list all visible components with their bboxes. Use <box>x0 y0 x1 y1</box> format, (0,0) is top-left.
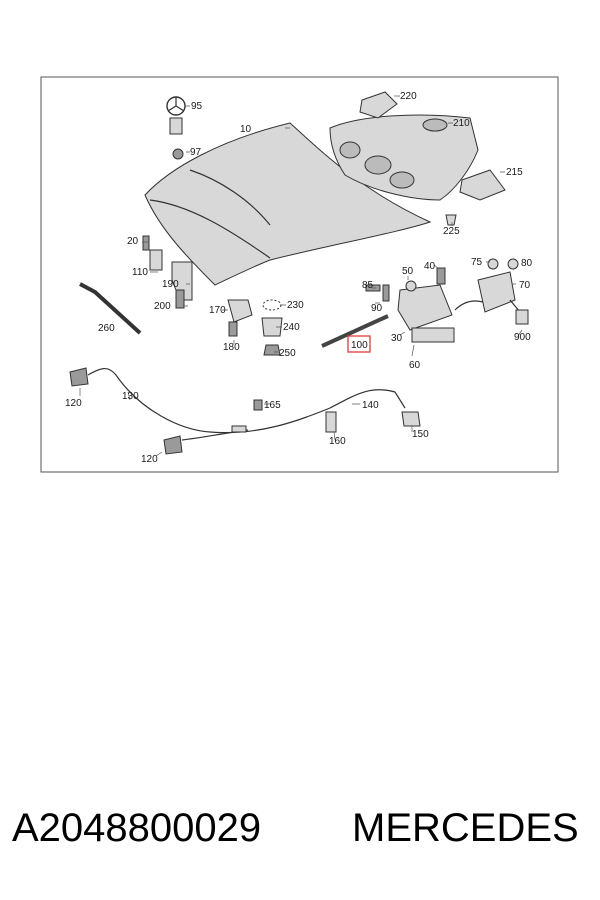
pad-220 <box>359 91 398 119</box>
callout-120-upper: 120 <box>65 398 82 409</box>
callout-97: 97 <box>190 147 202 158</box>
callout-260: 260 <box>98 323 115 334</box>
cable-clip-160 <box>325 411 337 433</box>
callout-165: 165 <box>264 400 281 411</box>
clip-165 <box>253 399 263 411</box>
cable-end-150 <box>401 411 421 427</box>
callout-20: 20 <box>127 236 139 247</box>
release-handle-120b <box>163 435 183 455</box>
nut-80 <box>507 258 519 270</box>
emblem-seal <box>172 148 184 160</box>
insulation-hole <box>364 155 392 175</box>
pad-215 <box>459 169 506 201</box>
spring-110 <box>149 249 163 271</box>
callout-95: 95 <box>191 101 203 112</box>
callout-240: 240 <box>283 322 300 333</box>
lock-plate-60 <box>411 327 455 343</box>
callout-230: 230 <box>287 300 304 311</box>
callout-900: 900 <box>514 332 531 343</box>
highlight-box-100 <box>347 335 371 353</box>
callout-160: 160 <box>329 436 346 447</box>
hood-lock-30 <box>397 284 453 331</box>
callout-70: 70 <box>519 280 531 291</box>
insulation-hole <box>422 118 448 132</box>
part-number: A2048800029 <box>12 806 262 850</box>
callout-170: 170 <box>209 305 226 316</box>
callout-40: 40 <box>424 261 436 272</box>
callout-110: 110 <box>132 267 148 278</box>
callout-180: 180 <box>223 342 240 353</box>
callout-220: 220 <box>400 91 417 102</box>
star-emblem-spokes <box>167 97 185 112</box>
insulation-hole <box>389 171 415 189</box>
hood-crease-line <box>149 199 271 259</box>
insulation-pad <box>329 114 479 201</box>
callout-100: 100 <box>351 340 368 351</box>
parts-diagram: 95 97 10 220 210 215 225 20 110 190 200 … <box>40 76 559 473</box>
connector-900 <box>515 309 529 325</box>
hood-panel <box>144 122 432 286</box>
bumper-240 <box>261 317 283 337</box>
bolt-200 <box>175 289 185 309</box>
callout-215: 215 <box>506 167 523 178</box>
callout-200: 200 <box>154 301 171 312</box>
release-handle-120a <box>69 367 89 387</box>
callout-250: 250 <box>279 348 296 359</box>
callout-85: 85 <box>362 280 374 291</box>
brand-name: MERCEDES <box>352 806 579 850</box>
buffer-20 <box>142 235 150 251</box>
emblem-base <box>169 117 183 135</box>
insulation-hole <box>339 141 361 159</box>
callout-75: 75 <box>471 257 483 268</box>
bumper-230 <box>262 299 282 311</box>
screw-40 <box>436 267 446 285</box>
callout-120-lower: 120 <box>141 454 158 465</box>
cable-joint <box>231 425 247 433</box>
callout-30: 30 <box>391 333 403 344</box>
callout-50: 50 <box>402 266 414 277</box>
callout-150: 150 <box>412 429 429 440</box>
gas-strut <box>321 314 389 348</box>
actuator-cable <box>454 300 484 311</box>
bolt-180 <box>228 321 238 337</box>
seal-strip-260 <box>79 282 142 335</box>
leader <box>79 95 523 457</box>
cap-50 <box>405 280 417 292</box>
release-cable-130 <box>87 368 406 434</box>
nut-250 <box>263 344 281 356</box>
callout-210: 210 <box>453 118 470 129</box>
callout-60: 60 <box>409 360 421 371</box>
hood-crease-line-2 <box>189 169 271 226</box>
callout-140: 140 <box>362 400 379 411</box>
caption: A2048800029 MERCEDES <box>0 800 600 870</box>
callout-80: 80 <box>521 258 533 269</box>
callout-190: 190 <box>162 279 179 290</box>
callout-90: 90 <box>371 303 383 314</box>
bracket-170 <box>227 299 253 323</box>
callout-130: 130 <box>122 391 139 402</box>
screw-75 <box>487 258 499 270</box>
callout-10: 10 <box>240 124 252 135</box>
callout-225: 225 <box>443 226 460 237</box>
bolt-90 <box>382 284 390 302</box>
clip-225 <box>445 214 457 226</box>
